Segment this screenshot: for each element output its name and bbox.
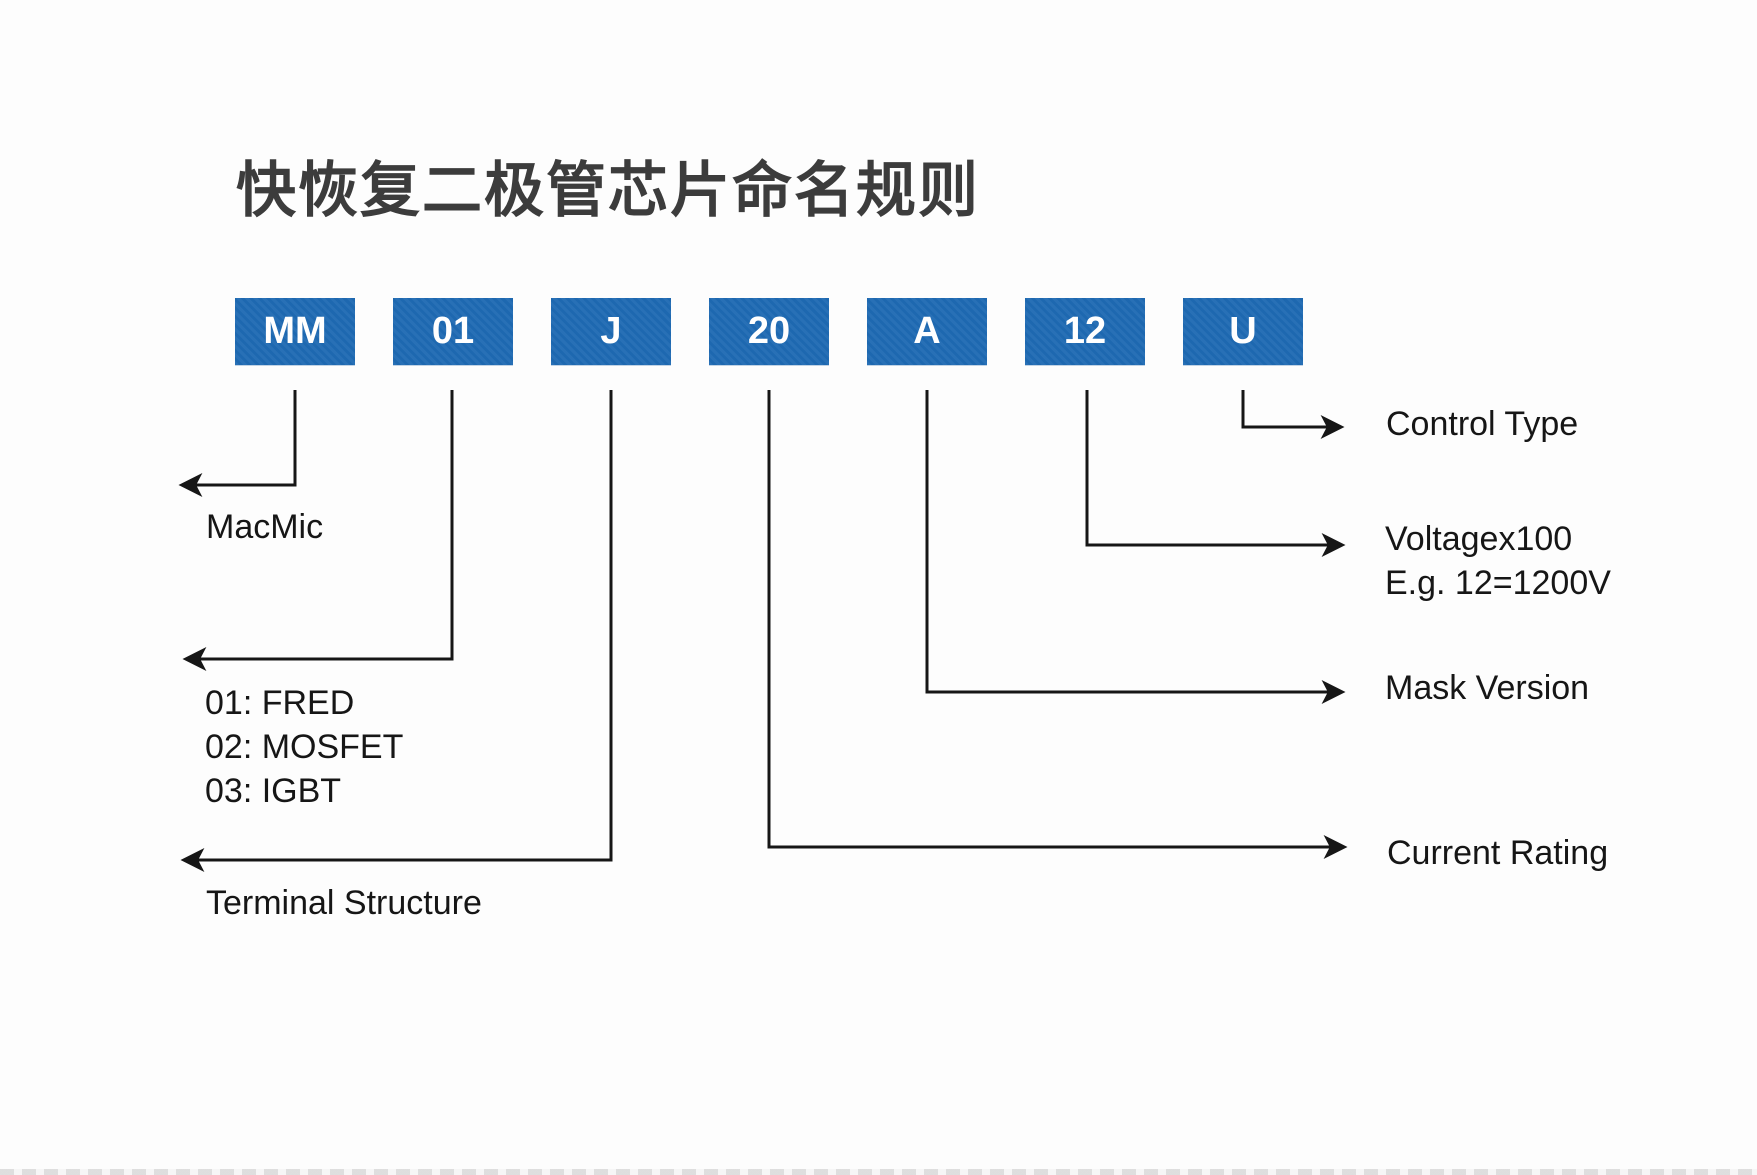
device-type-label: 01: FRED 02: MOSFET 03: IGBT (205, 681, 403, 813)
code-box-j: J (551, 298, 671, 365)
connector-manufacturer (178, 390, 297, 497)
voltage-line-2: E.g. 12=1200V (1385, 564, 1611, 602)
bottom-edge-texture (0, 1169, 1757, 1175)
device-type-line-3: 03: IGBT (205, 772, 342, 810)
code-box-20: 20 (709, 298, 829, 365)
connector-voltage (1085, 390, 1346, 557)
connector-control-type (1241, 390, 1345, 439)
manufacturer-label: MacMic (206, 508, 324, 546)
code-box-u: U (1183, 298, 1303, 365)
connector-current-rating (767, 390, 1348, 859)
device-type-line-2: 02: MOSFET (205, 728, 404, 766)
connector-terminal-structure (180, 390, 613, 872)
current-rating-label: Current Rating (1387, 834, 1609, 872)
device-type-line-1: 01: FRED (205, 684, 355, 722)
voltage-line-1: Voltagex100 (1385, 520, 1573, 558)
connector-device-type (182, 390, 454, 671)
control-type-label: Control Type (1386, 405, 1579, 443)
connector-mask-version (925, 390, 1346, 704)
code-box-a: A (867, 298, 987, 365)
voltage-label: Voltagex100 E.g. 12=1200V (1385, 517, 1611, 605)
terminal-structure-label: Terminal Structure (206, 884, 482, 922)
code-box-12: 12 (1025, 298, 1145, 365)
mask-version-label: Mask Version (1385, 669, 1590, 707)
code-box-01: 01 (393, 298, 513, 365)
page-title: 快恢复二极管芯片命名规则 (236, 157, 980, 224)
code-box-mm: MM (235, 298, 355, 365)
